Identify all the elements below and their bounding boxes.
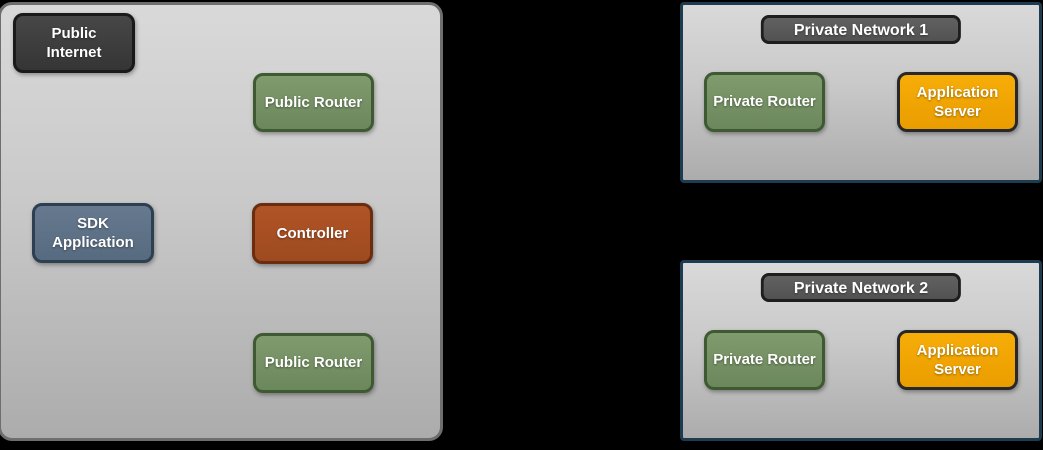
private-network-1-title: Private Network 1 xyxy=(760,15,962,44)
node-private-router-1: Private Router xyxy=(704,72,825,132)
node-public-internet: Public Internet xyxy=(13,13,135,73)
node-public-router-top-label: Public Router xyxy=(264,93,363,111)
private-network-1: Private Network 1 Private Router Applica… xyxy=(680,2,1042,183)
private-network-2: Private Network 2 Private Router Applica… xyxy=(680,260,1042,441)
node-controller: Controller xyxy=(252,203,373,264)
node-private-router-2-label: Private Router xyxy=(713,351,816,369)
node-application-server-1-label: Application Server xyxy=(916,83,999,120)
node-application-server-2: Application Server xyxy=(897,330,1018,390)
node-application-server-2-label: Application Server xyxy=(916,341,999,378)
node-sdk-application: SDK Application xyxy=(32,203,154,263)
node-private-router-1-label: Private Router xyxy=(713,93,816,111)
node-application-server-1: Application Server xyxy=(897,72,1018,132)
public-zone: Public Internet Public Router SDK Applic… xyxy=(0,2,443,441)
node-controller-label: Controller xyxy=(276,224,349,242)
node-public-router-top: Public Router xyxy=(253,73,374,132)
node-public-router-bottom: Public Router xyxy=(253,333,374,393)
node-public-internet-label: Public Internet xyxy=(46,24,102,61)
node-sdk-application-label: SDK Application xyxy=(52,214,134,251)
private-network-2-title: Private Network 2 xyxy=(760,273,962,302)
node-public-router-bottom-label: Public Router xyxy=(264,354,363,372)
node-private-router-2: Private Router xyxy=(704,330,825,390)
